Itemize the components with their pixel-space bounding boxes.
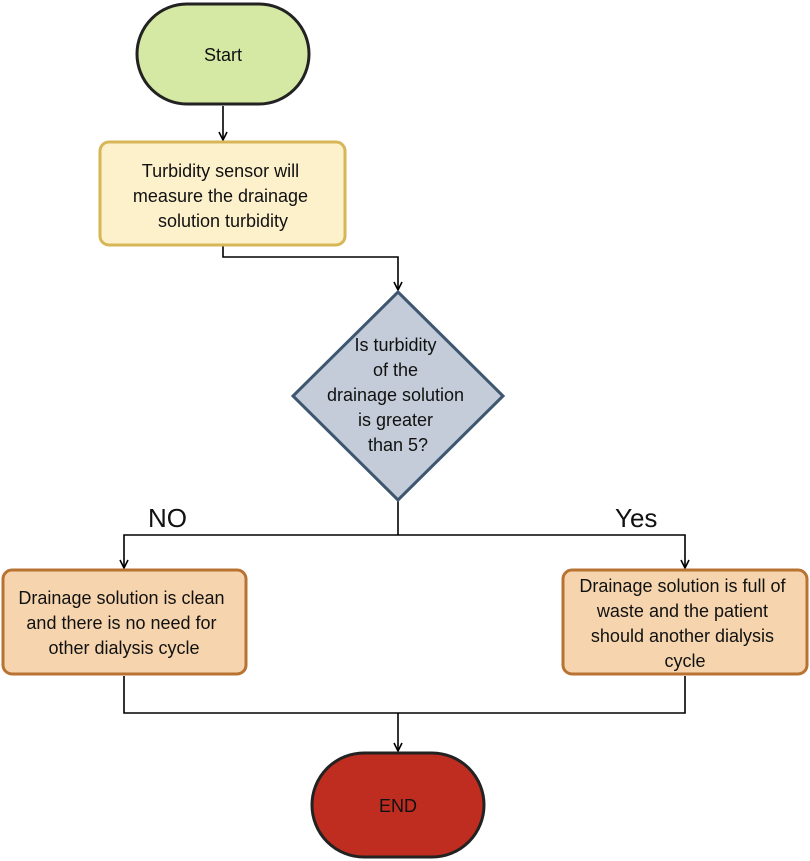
clean-label-line: and there is no need for <box>26 613 216 633</box>
measure-node: Turbidity sensor will measure the draina… <box>98 140 347 247</box>
waste-label-line: waste and the patient <box>596 601 768 621</box>
decision-label-line: drainage solution <box>327 385 464 405</box>
end-label: END <box>379 796 417 816</box>
start-node: Start <box>135 2 311 106</box>
connector-waste-merge <box>398 676 686 714</box>
decision-label: Is turbidity of the drainage solution is… <box>327 335 469 455</box>
waste-label-line: Drainage solution is full of <box>579 576 786 596</box>
waste-shape <box>561 568 809 676</box>
start-label: Start <box>204 45 242 65</box>
clean-label-line: Drainage solution is clean <box>18 588 224 608</box>
branch-yes-label: Yes <box>615 503 657 533</box>
connector-measure-to-decision <box>222 246 398 290</box>
measure-shape <box>98 140 347 247</box>
connector-clean-merge <box>123 676 398 714</box>
waste-label-line: should another dialysis <box>591 626 774 646</box>
measure-label-line: solution turbidity <box>158 211 288 231</box>
clean-node: Drainage solution is clean and there is … <box>1 568 248 676</box>
connector-to-waste <box>398 534 685 568</box>
decision-label-line: than 5? <box>368 435 428 455</box>
decision-label-line: Is turbidity <box>354 335 436 355</box>
clean-label: Drainage solution is clean and there is … <box>18 588 229 658</box>
waste-label-line: cycle <box>664 651 705 671</box>
measure-label-line: Turbidity sensor will <box>142 161 299 181</box>
clean-shape <box>1 568 248 676</box>
measure-label: Turbidity sensor will measure the draina… <box>133 161 313 231</box>
end-shape <box>310 751 486 859</box>
decision-label-line: of the <box>373 360 418 380</box>
connector-to-clean <box>124 534 398 568</box>
decision-shape <box>290 289 506 503</box>
decision-label-line: is greater <box>358 410 433 430</box>
start-shape <box>135 2 311 106</box>
clean-label-line: other dialysis cycle <box>48 638 199 658</box>
end-node: END <box>310 751 486 859</box>
decision-node: Is turbidity of the drainage solution is… <box>290 289 506 503</box>
connectors <box>124 106 685 751</box>
branch-no-label: NO <box>148 503 187 533</box>
waste-node: Drainage solution is full of waste and t… <box>561 568 809 676</box>
measure-label-line: measure the drainage <box>133 186 308 206</box>
waste-label: Drainage solution is full of waste and t… <box>579 576 790 671</box>
